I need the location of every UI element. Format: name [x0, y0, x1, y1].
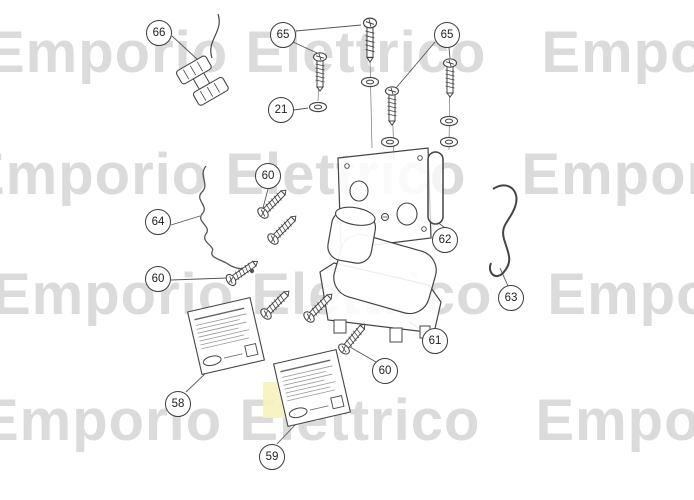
callout-number: 60 — [378, 365, 392, 377]
callout-21: 21 — [268, 97, 294, 123]
callout-number: 65 — [440, 29, 454, 41]
watermark-row: Emporio ElettricoEmporio Elettrico — [0, 24, 694, 82]
watermark-text: Emporio Elettrico — [541, 20, 694, 85]
callout-60: 60 — [372, 358, 398, 384]
callout-number: 62 — [438, 234, 452, 246]
callout-number: 21 — [274, 104, 288, 116]
callout-number: 59 — [265, 451, 279, 463]
watermark-row: Emporio ElettricoEmporio Elettrico — [0, 392, 694, 450]
watermark-text: Emporio Elettrico — [0, 20, 487, 85]
callout-63: 63 — [498, 285, 524, 311]
part-washers — [308, 76, 459, 148]
callout-61: 61 — [422, 328, 448, 354]
callout-64: 64 — [145, 209, 171, 235]
part-rating-label-59 — [272, 348, 352, 428]
callout-number: 61 — [428, 335, 442, 347]
callout-number: 66 — [152, 27, 166, 39]
part-cable-connector — [175, 13, 229, 106]
callout-number: 60 — [261, 170, 275, 182]
watermark-text: Emporio Elettrico — [0, 388, 481, 453]
watermark-text: Emporio Elettrico — [535, 388, 694, 453]
callout-65: 65 — [434, 22, 460, 48]
watermark-text: Emporio Elettrico — [547, 262, 694, 327]
callout-number: 58 — [171, 398, 185, 410]
callout-number: 64 — [151, 216, 165, 228]
callout-62: 62 — [432, 227, 458, 253]
callout-58: 58 — [165, 391, 191, 417]
part-wire-lead — [199, 165, 255, 274]
callout-number: 60 — [151, 273, 165, 285]
callout-number: 63 — [504, 292, 518, 304]
callout-59: 59 — [259, 444, 285, 470]
part-motor-pump-body — [319, 206, 442, 343]
part-rating-label-58 — [186, 296, 266, 376]
callout-60: 60 — [255, 163, 281, 189]
part-spring-clip — [489, 184, 518, 278]
part-retaining-bracket — [427, 151, 444, 225]
callout-66: 66 — [146, 20, 172, 46]
watermark-text: Emporio Elettrico — [521, 142, 694, 207]
callout-65: 65 — [270, 22, 296, 48]
callout-number: 65 — [276, 29, 290, 41]
callout-60: 60 — [145, 266, 171, 292]
